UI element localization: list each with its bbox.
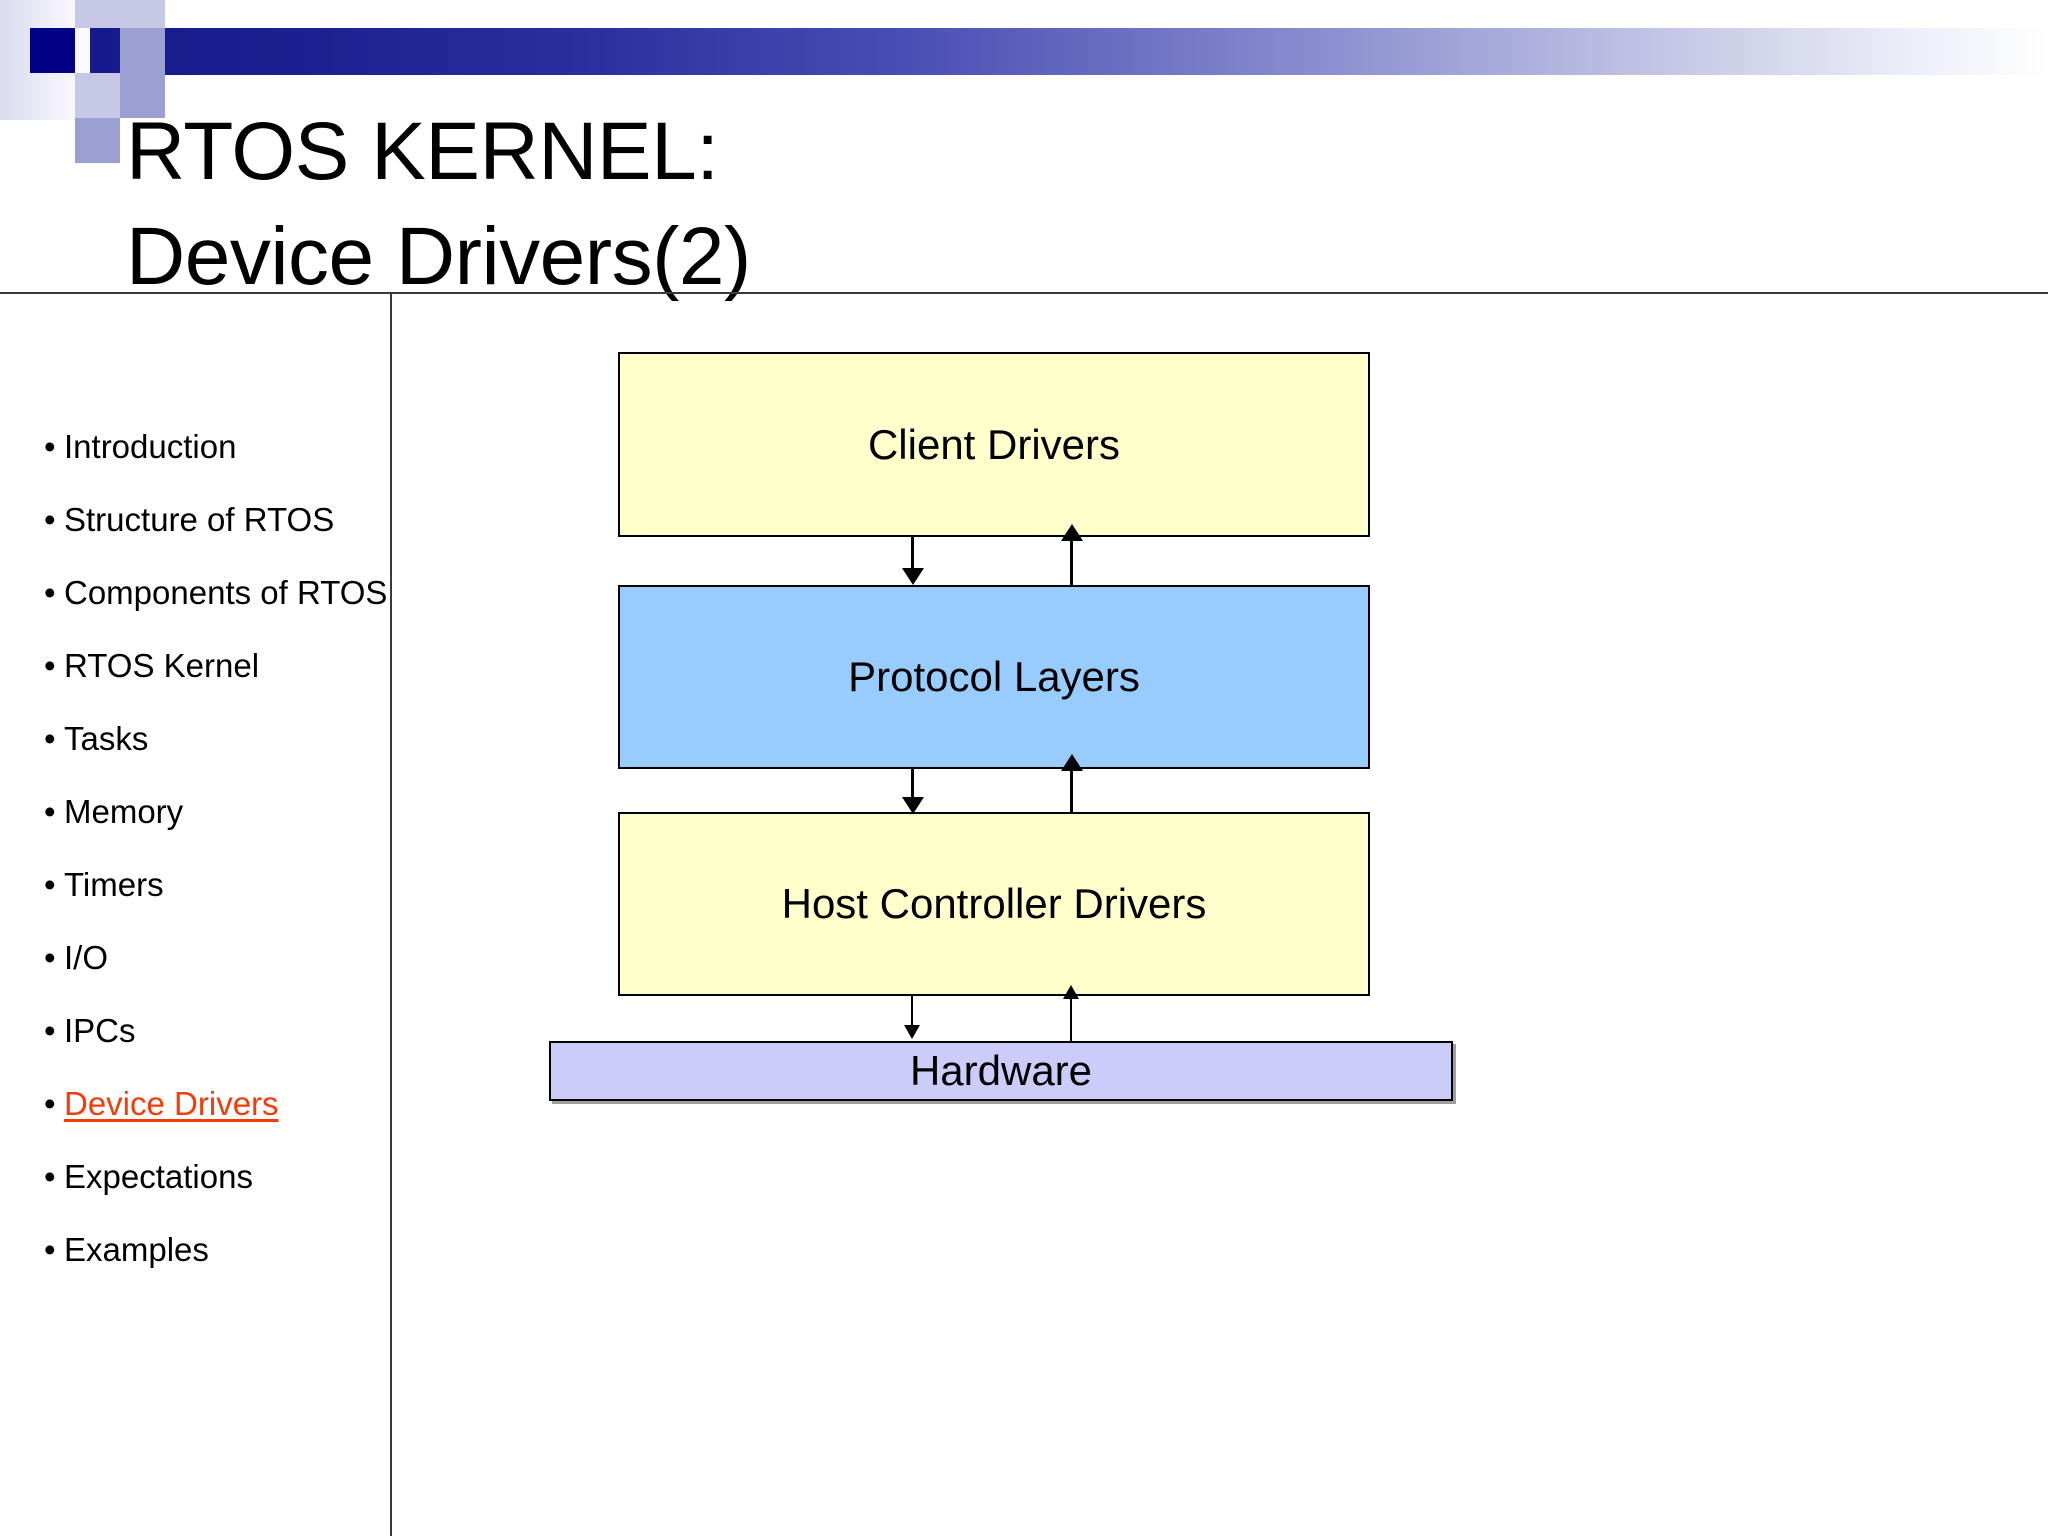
arrow-protocol-to-host (911, 769, 914, 798)
arrow-protocol-to-client (1070, 540, 1073, 585)
outline-item-8: •IPCs (44, 1012, 384, 1085)
title-line-1: RTOS KERNEL: (126, 106, 719, 197)
bullet-dot-icon: • (44, 501, 56, 538)
outline-item-label: I/O (64, 939, 109, 976)
header-square-6 (75, 118, 120, 163)
diagram-box-hardware: Hardware (549, 1041, 1453, 1101)
outline-item-label: Components of RTOS (64, 574, 388, 611)
outline-item-1: •Structure of RTOS (44, 501, 384, 574)
outline-item-10: •Expectations (44, 1158, 384, 1231)
outline-item-label: Timers (64, 866, 164, 903)
header-square-0 (30, 28, 75, 73)
diagram-box-protocol-layers: Protocol Layers (618, 585, 1370, 769)
outline-item-9[interactable]: •Device Drivers (44, 1085, 384, 1158)
outline-item-label: Examples (64, 1231, 209, 1268)
bullet-dot-icon: • (44, 720, 56, 757)
diagram-box-label: Host Controller Drivers (781, 880, 1207, 927)
bullet-dot-icon: • (44, 647, 56, 684)
outline-item-label: RTOS Kernel (64, 647, 260, 684)
outline-item-6: •Timers (44, 866, 384, 939)
outline-item-0: •Introduction (44, 428, 384, 501)
outline-item-11: •Examples (44, 1231, 384, 1304)
page-title: RTOS KERNEL: Device Drivers(2) (126, 100, 1926, 310)
diagram-box-label: Hardware (909, 1047, 1093, 1094)
header-square-4 (120, 28, 165, 73)
outline-item-label: Expectations (64, 1158, 253, 1195)
header-square-2 (75, 73, 120, 118)
arrow-hardware-to-host (1070, 998, 1072, 1041)
header-square-5 (120, 73, 165, 118)
horizontal-divider (0, 292, 2048, 294)
bullet-dot-icon: • (44, 793, 56, 830)
outline-item-label: IPCs (64, 1012, 136, 1049)
arrow-client-to-protocol (911, 537, 914, 569)
vertical-divider (390, 294, 392, 1536)
outline-item-label: Structure of RTOS (64, 501, 335, 538)
outline-item-label: Introduction (64, 428, 237, 465)
device-driver-stack-diagram: Client Drivers Protocol Layers Host Cont… (390, 292, 2048, 1536)
arrow-host-to-hardware (911, 996, 913, 1026)
outline-list: •Introduction•Structure of RTOS•Componen… (44, 428, 388, 1304)
header-square-1 (75, 0, 120, 28)
outline-item-label: Tasks (64, 720, 149, 757)
bullet-dot-icon: • (44, 1158, 56, 1195)
diagram-box-label: Client Drivers (867, 420, 1121, 468)
outline-item-label: Memory (64, 793, 184, 830)
outline-item-5: •Memory (44, 793, 384, 866)
bullet-dot-icon: • (44, 1231, 56, 1268)
outline-item-2: •Components of RTOS (44, 574, 388, 647)
diagram-box-host-controller-drivers: Host Controller Drivers (618, 812, 1370, 996)
diagram-box-label: Protocol Layers (848, 653, 1140, 700)
diagram-box-client-drivers: Client Drivers (618, 352, 1370, 537)
arrow-host-to-protocol (1070, 770, 1073, 812)
outline-item-4: •Tasks (44, 720, 384, 793)
outline-item-3: •RTOS Kernel (44, 647, 384, 720)
title-line-2: Device Drivers(2) (126, 210, 751, 302)
bullet-dot-icon: • (44, 1085, 56, 1122)
outline-item-7: •I/O (44, 939, 384, 1012)
bullet-dot-icon: • (44, 574, 56, 611)
header-gradient-bar (90, 28, 2048, 75)
bullet-dot-icon: • (44, 866, 56, 903)
outline-item-label[interactable]: Device Drivers (64, 1085, 279, 1122)
bullet-dot-icon: • (44, 428, 56, 465)
bullet-dot-icon: • (44, 939, 56, 976)
bullet-dot-icon: • (44, 1012, 56, 1049)
header-square-3 (120, 0, 165, 28)
